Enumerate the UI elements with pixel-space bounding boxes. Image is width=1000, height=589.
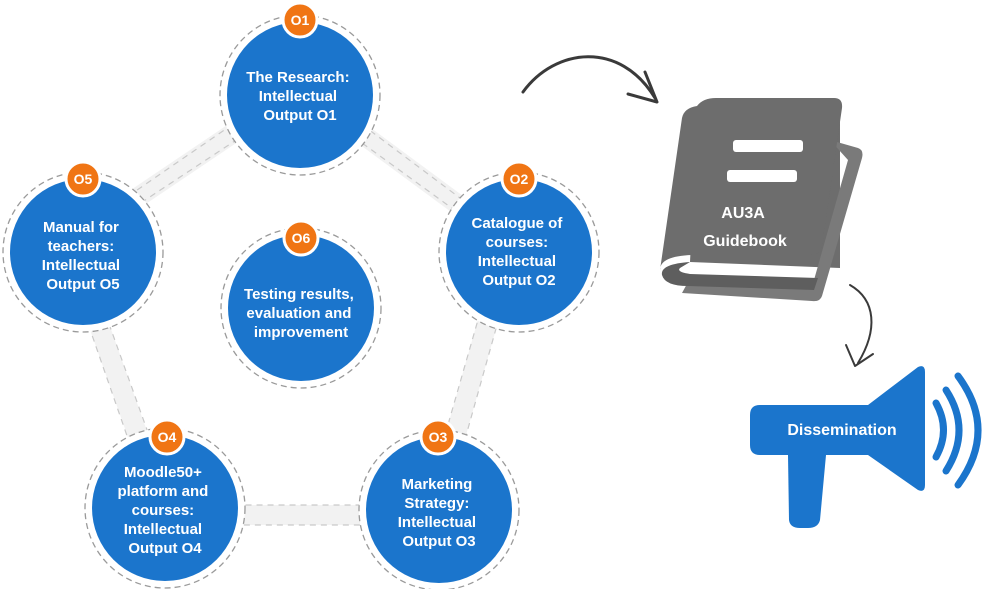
badge-o3: [419, 418, 457, 456]
book-cover-label-bottom: [727, 170, 797, 182]
megaphone-icon: Dissemination: [750, 366, 982, 528]
node-o3: O3 Marketing Strategy: Intellectual Outp…: [358, 418, 520, 589]
badge-o4: [148, 418, 186, 456]
badge-label-o5: O5: [74, 171, 93, 187]
book-cover-label-top: [733, 140, 803, 152]
badge-label-o4: O4: [158, 429, 177, 445]
badge-label-o3: O3: [429, 429, 448, 445]
node-label-o4: Moodle50+ platform and courses: Intellec…: [117, 464, 212, 557]
node-label-o3: Marketing Strategy: Intellectual Output …: [398, 476, 481, 550]
book-icon: AU3A Guidebook: [660, 98, 863, 302]
node-o4: O4 Moodle50+ platform and courses: Intel…: [84, 418, 246, 589]
node-label-o5: Manual for teachers: Intellectual Output…: [42, 219, 125, 293]
node-o6: O6 Testing results, evaluation and impro…: [220, 219, 382, 389]
badge-label-o1: O1: [291, 12, 310, 28]
node-o2: O2 Catalogue of courses: Intellectual Ou…: [438, 160, 600, 333]
curved-arrow-to-megaphone: [845, 284, 874, 367]
badge-o2: [500, 160, 538, 198]
book-title: AU3A Guidebook: [703, 205, 787, 250]
curved-arrow-to-book: [521, 55, 659, 104]
badge-o1: [281, 1, 319, 39]
badge-o6: [282, 219, 320, 257]
badge-o5: [64, 160, 102, 198]
megaphone-label: Dissemination: [787, 422, 896, 439]
node-o5: O5 Manual for teachers: Intellectual Out…: [2, 160, 164, 333]
badge-label-o2: O2: [510, 171, 529, 187]
node-label-o2: Catalogue of courses: Intellectual Outpu…: [471, 215, 566, 289]
node-label-o6: Testing results, evaluation and improvem…: [244, 286, 358, 341]
node-o1: O1 The Research: Intellectual Output O1: [219, 1, 381, 176]
badge-label-o6: O6: [292, 230, 311, 246]
node-label-o1: The Research: Intellectual Output O1: [246, 69, 354, 124]
